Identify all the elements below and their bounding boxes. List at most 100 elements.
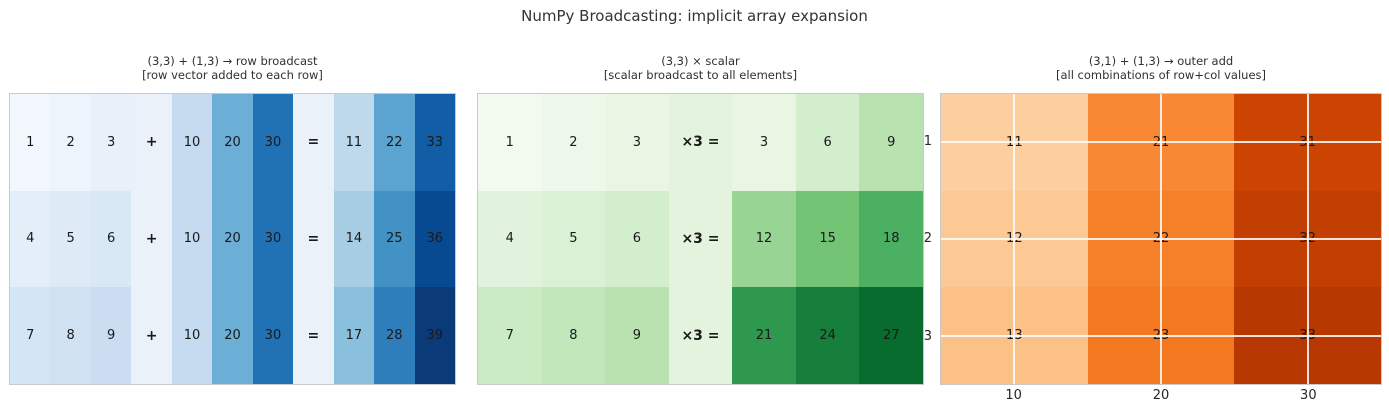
matrix-cell: 7 [478,287,542,384]
matrix-cell: 36 [414,190,455,288]
cell-value: 20 [224,231,241,247]
cell-value: 10 [183,134,201,150]
matrix-cell: 33 [414,94,455,191]
matrix-cell: 30 [252,190,294,288]
y-tick-label: 1 [923,134,932,150]
matrix-cell: 6 [795,94,860,191]
matrix-cell: 10 [171,287,213,384]
panel-title-outer-add: (3,1) + (1,3) → outer add [all combinati… [940,54,1382,82]
matrix-cell: 1 [10,94,51,191]
cell-value: 3 [632,134,642,150]
matrix-cell: 20 [212,287,253,384]
matrix-cell: 32 [1234,190,1381,288]
y-tick-label: 3 [923,328,932,344]
operator-cell: ×3 = [668,190,733,288]
cell-value: 18 [882,231,900,247]
cell-value: 1 [505,134,514,150]
matrix-cell: 27 [859,287,923,384]
cell-value: 23 [1152,328,1170,344]
cell-value: 10 [183,328,201,344]
cell-value: 27 [882,328,900,344]
cell-value: 25 [386,231,403,247]
cell-value: 6 [823,134,832,150]
matrix-cell: 15 [795,190,860,288]
operator-cell: = [293,287,334,384]
cell-value: 11 [345,134,363,150]
matrix-cell: 28 [374,287,415,384]
cell-value: 20 [224,328,241,344]
matrix-cell: 25 [374,190,415,288]
matrix-cell: 30 [252,94,294,191]
matrix-cell: 12 [941,190,1088,288]
cell-value: 15 [819,231,836,247]
operator-cell: = [293,190,334,288]
matrix-cell: 6 [90,190,132,288]
cell-value: 6 [632,231,642,247]
panel-subtitle-line: [scalar broadcast to all elements] [603,68,798,82]
panel-title-line: (3,1) + (1,3) → outer add [1088,54,1234,68]
cell-value: 39 [426,328,444,344]
cell-value: 30 [264,231,282,247]
cell-value: = [307,134,320,151]
matrix-cell: 13 [941,287,1088,384]
panel-title-scalar: (3,3) × scalar [scalar broadcast to all … [477,54,924,82]
matrix-cell: 10 [171,190,213,288]
cell-value: 12 [755,231,773,247]
matrix-cell: 9 [859,94,923,191]
matrix-cell: 9 [605,287,669,384]
cell-value: ×3 = [681,134,720,151]
cell-value: 21 [755,328,773,344]
figure-title: NumPy Broadcasting: implicit array expan… [521,7,868,25]
cell-value: 9 [106,328,116,344]
matrix-cell: 5 [541,190,606,288]
cell-value: 2 [569,134,578,150]
matrix-cell: 21 [1087,94,1235,191]
x-tick-label: 30 [1300,388,1317,403]
cell-value: 8 [569,328,578,344]
matrix-cell: 20 [212,190,253,288]
matrix-cell: 10 [171,94,213,191]
cell-value: 9 [887,134,896,150]
operator-cell: + [131,94,172,191]
y-tick-label: 2 [923,231,932,247]
panel-title-line: (3,3) × scalar [661,54,740,68]
matrix-cell: 33 [1234,287,1381,384]
matrix-cell: 1 [478,94,542,191]
cell-value: = [307,327,320,344]
cell-value: 30 [264,328,282,344]
matrix-cell: 2 [50,94,91,191]
panel-title-row-broadcast: (3,3) + (1,3) → row broadcast [row vecto… [9,54,456,82]
cell-value: ×3 = [681,327,720,344]
cell-value: 13 [1006,328,1023,344]
matrix-cell: 22 [374,94,415,191]
cell-value: = [307,230,320,247]
matrix-cell: 31 [1234,94,1381,191]
matrix-cell: 18 [859,190,923,288]
cell-value: 20 [224,134,241,150]
matrix-cell: 3 [605,94,669,191]
cell-value: 5 [569,231,578,247]
cell-value: 33 [1299,328,1316,344]
cell-value: 3 [759,134,769,150]
cell-value: 5 [66,231,75,247]
matrix-cell: 7 [10,287,51,384]
cell-value: 36 [426,231,444,247]
operator-cell: + [131,287,172,384]
cell-value: 1 [26,134,35,150]
cell-value: 8 [66,328,75,344]
cell-value: 4 [505,231,514,247]
panel-subtitle-line: [all combinations of row+col values] [1055,68,1267,82]
operator-cell: + [131,190,172,288]
matrix-cell: 6 [605,190,669,288]
matrix-cell: 30 [252,287,294,384]
x-tick-label: 20 [1152,388,1170,403]
cell-value: + [145,230,158,247]
cell-value: 30 [264,134,282,150]
matrix-cell: 20 [212,94,253,191]
y-axis-tick-labels: 1 2 3 [906,93,932,385]
cell-value: 33 [426,134,444,150]
cell-value: 32 [1299,231,1316,247]
cell-value: 31 [1299,134,1316,150]
cell-value: 14 [345,231,363,247]
